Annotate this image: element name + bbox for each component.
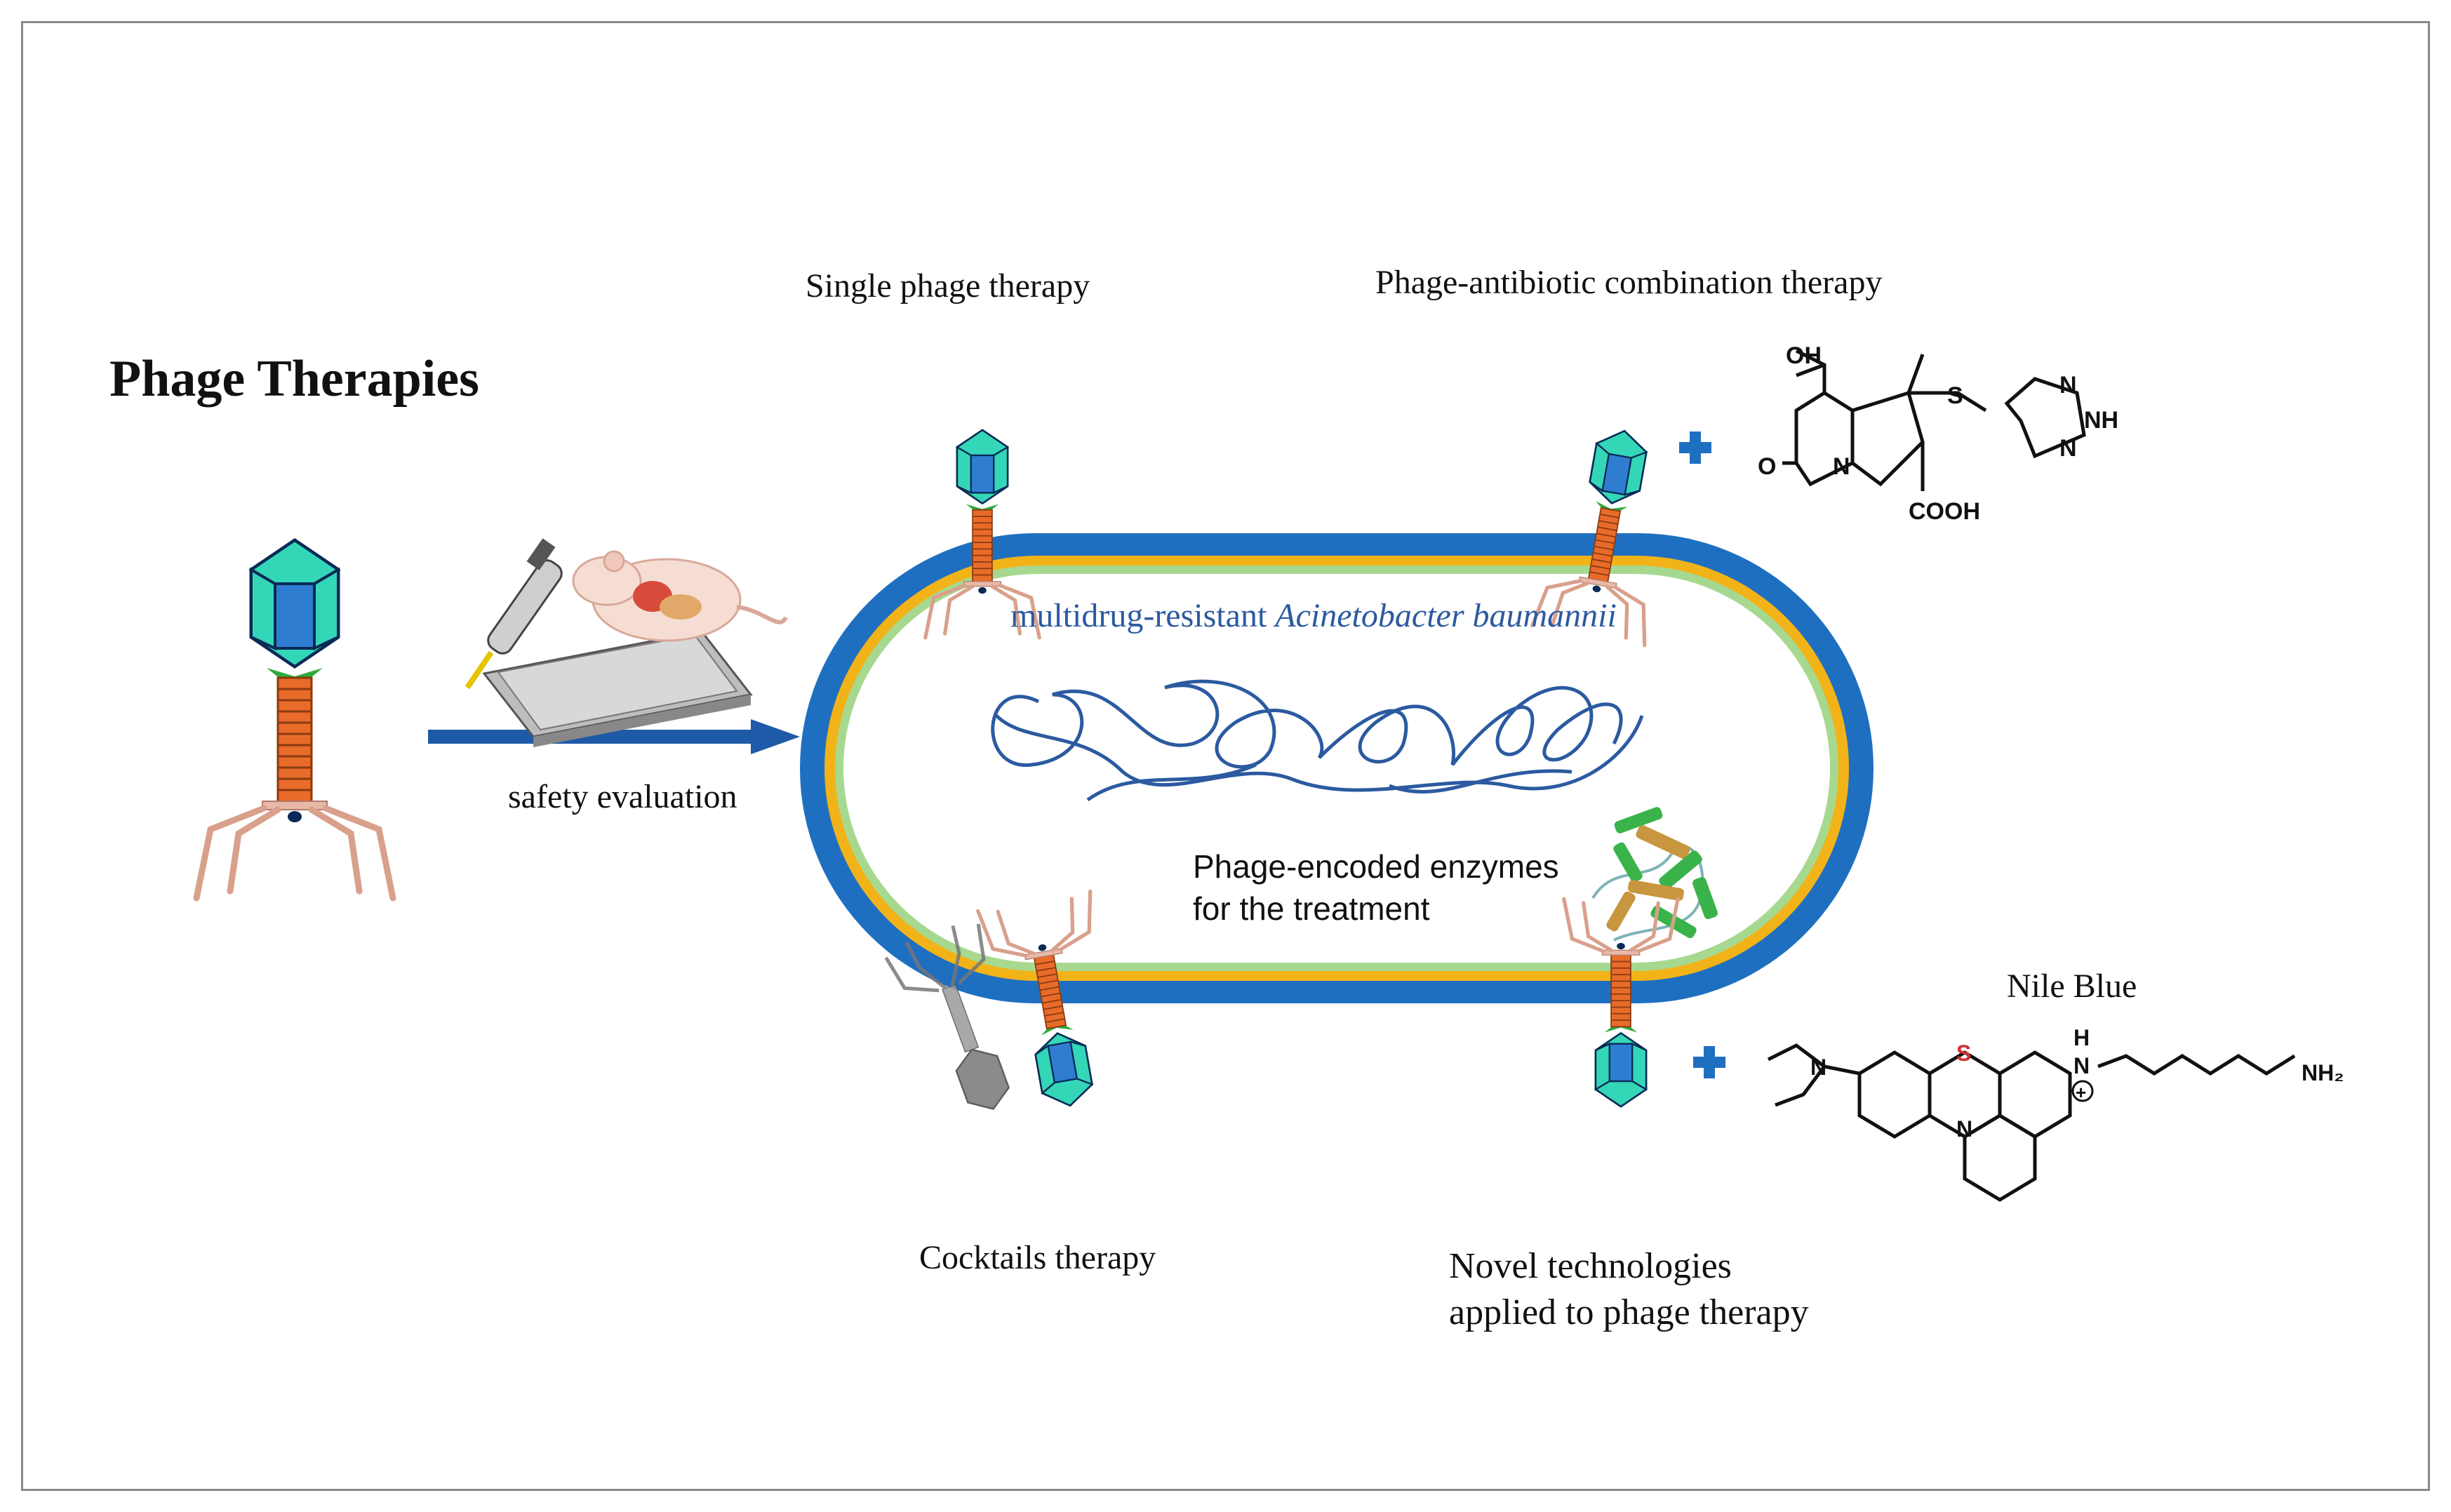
svg-text:N: N <box>1956 1116 1972 1142</box>
bacterium-label: multidrug-resistant Acinetobacter bauman… <box>1010 596 1617 635</box>
bacterium-species: Acinetobacter baumannii <box>1275 597 1617 634</box>
svg-text:N: N <box>2073 1053 2090 1078</box>
phage-encoded-enzymes-label: Phage-encoded enzymes for the treatment <box>1193 848 1559 927</box>
safety-evaluation-label: safety evaluation <box>508 778 737 815</box>
well-plate-icon <box>482 630 753 747</box>
svg-text:N: N <box>2059 372 2077 399</box>
figure-frame <box>21 21 2430 1491</box>
bacterium-interior <box>843 574 1830 963</box>
pipette-icon <box>465 538 563 690</box>
svg-text:NH: NH <box>2084 407 2118 434</box>
antibiotic-structure <box>1782 349 2086 491</box>
svg-text:N: N <box>1833 453 1850 480</box>
mouse-icon <box>572 550 788 642</box>
svg-text:NH₂: NH₂ <box>2302 1060 2344 1085</box>
svg-text:OH: OH <box>1786 342 1822 369</box>
bacterium-label-prefix: multidrug-resistant <box>1010 597 1276 634</box>
phage-icon <box>196 540 393 898</box>
svg-text:S: S <box>1956 1041 1971 1066</box>
single-phage-therapy-label: Single phage therapy <box>806 267 1090 305</box>
svg-text:N: N <box>1810 1055 1826 1080</box>
gray-phage-icon <box>884 923 1010 1110</box>
svg-text:S: S <box>1947 382 1963 409</box>
arrow-head <box>751 719 800 754</box>
nile-blue-label: Nile Blue <box>2007 968 2137 1005</box>
svg-text:COOH: COOH <box>1909 498 1980 525</box>
cocktails-therapy-label: Cocktails therapy <box>919 1239 1156 1276</box>
antibiotic-text: OH O N S NH COOH N N <box>1758 342 2118 525</box>
svg-text:H: H <box>2073 1025 2090 1050</box>
page-title: Phage Therapies <box>109 350 479 408</box>
nile-blue-structure <box>1767 1043 2296 1202</box>
plus-icon <box>1693 1046 1725 1078</box>
nile-blue-text: N S N N H + NH₂ <box>1810 1025 2344 1142</box>
dna-strand-icon <box>991 679 1644 802</box>
svg-text:O: O <box>1758 453 1776 480</box>
plus-icon <box>1679 431 1711 464</box>
svg-text:N: N <box>2059 435 2077 462</box>
phage-antibiotic-combination-label: Phage-antibiotic combination therapy <box>1375 264 1883 301</box>
novel-technologies-label: Novel technologies applied to phage ther… <box>1449 1246 1809 1332</box>
svg-text:+: + <box>2076 1082 2086 1103</box>
